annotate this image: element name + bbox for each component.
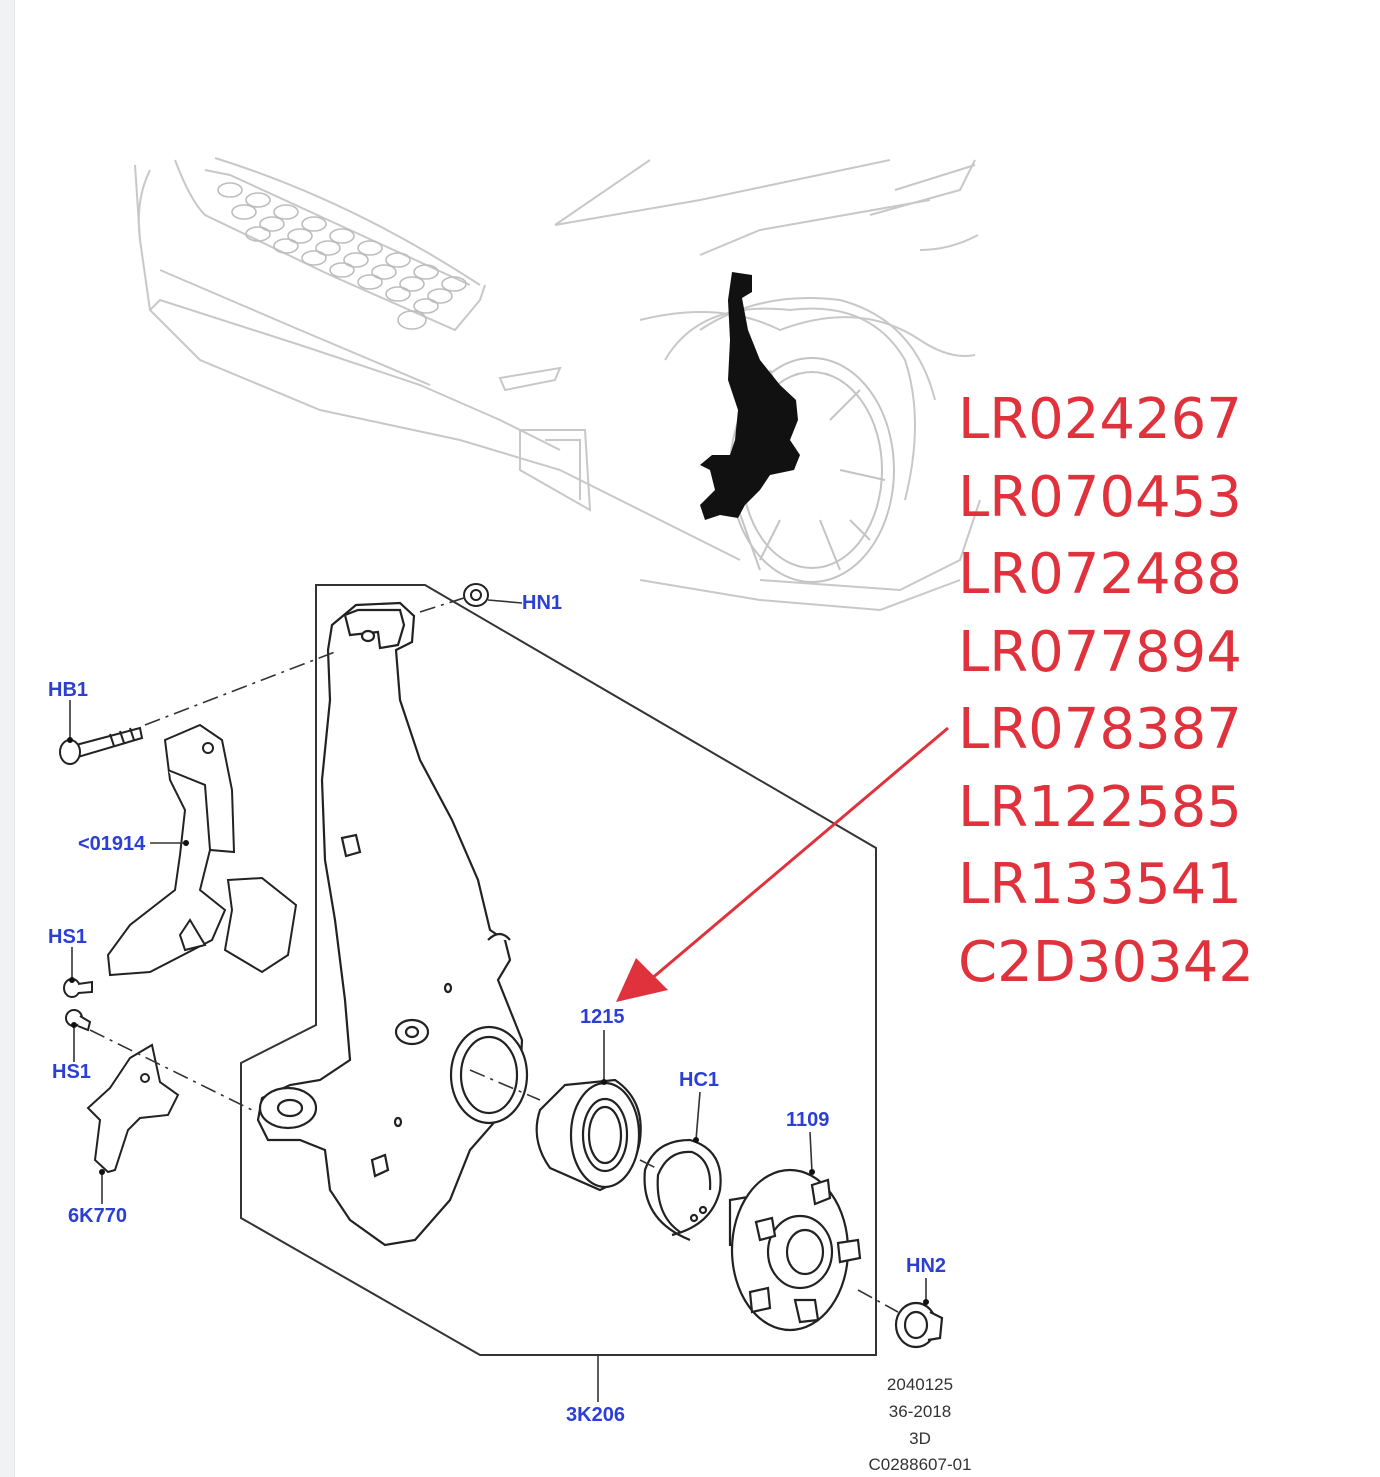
part-number: LR122585 (958, 774, 1242, 840)
part-number: LR024267 (958, 387, 1242, 452)
nut-hn2 (894, 1301, 944, 1349)
callout-bearing: 1215 (580, 1006, 625, 1028)
wheel-bearing (535, 1078, 642, 1192)
part-number: LR072488 (958, 542, 1242, 607)
assembly-center-lines (89, 595, 899, 1313)
reference-line-1: 2040125 (886, 1375, 954, 1394)
steering-knuckle (256, 601, 529, 1247)
circlip (643, 1138, 722, 1242)
callout-hn2: HN2 (906, 1255, 947, 1277)
part-number: LR070453 (958, 464, 1242, 530)
splash-shield (106, 723, 298, 977)
left-page-strip (0, 0, 15, 1477)
callout-hs1-lower: HS1 (52, 1061, 91, 1083)
callout-hb1: HB1 (48, 679, 89, 701)
leader-dots (67, 737, 929, 1305)
grille-pattern (217, 182, 467, 330)
screw-hs1-lower (65, 1009, 92, 1032)
nut-hn1 (463, 583, 489, 607)
callout-hub: 1109 (786, 1109, 830, 1131)
reference-line-3: 3D (909, 1429, 931, 1448)
callout-bracket: <01914 (78, 833, 146, 855)
knuckle-silhouette (700, 272, 800, 520)
screw-hs1-upper (63, 978, 93, 998)
part-number: C2D30342 (958, 929, 1254, 995)
callout-circlip: HC1 (679, 1069, 720, 1091)
part-number: LR133541 (958, 852, 1242, 917)
reference-line-2: 36-2018 (888, 1402, 952, 1421)
red-pointer-arrow (616, 726, 949, 1002)
wheel-hub (728, 1168, 862, 1332)
reference-line-4: C0288607-01 (868, 1455, 972, 1474)
part-number-list: LR024267 LR070453 LR072488 LR077894 LR07… (958, 388, 1254, 1008)
callout-sensor: 6K770 (68, 1205, 127, 1227)
part-number: LR077894 (958, 619, 1242, 685)
speed-sensor (86, 1043, 180, 1174)
callout-leader-lines (69, 599, 927, 1402)
callout-hn1: HN1 (522, 592, 563, 614)
callout-hs1-upper: HS1 (48, 926, 87, 948)
vehicle-outline-sketch (134, 157, 981, 612)
part-number: LR078387 (958, 697, 1242, 762)
bolt-hb1 (59, 726, 144, 765)
assembly-outline (240, 584, 877, 1356)
callout-knuckle: 3K206 (566, 1404, 625, 1426)
